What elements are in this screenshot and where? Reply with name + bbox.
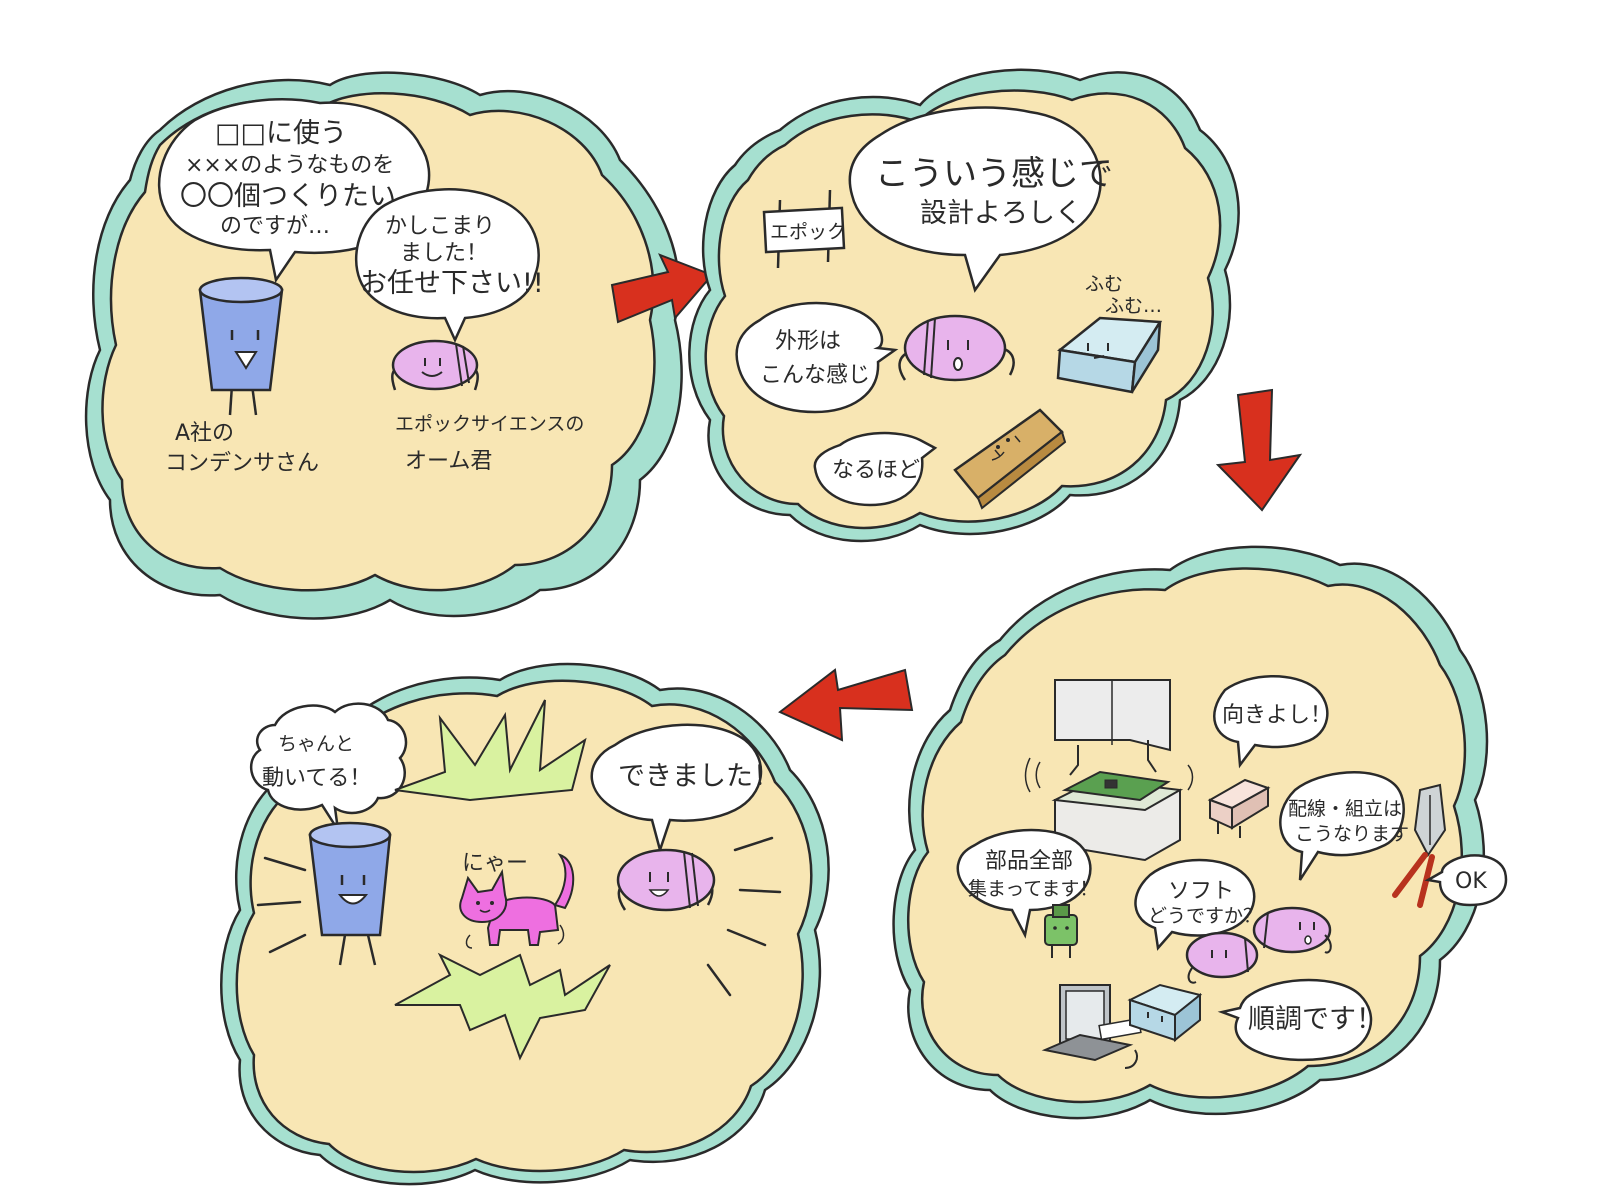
panel-3: 向きよし！ 配線・組立は こうなります OK 部品全部 集まってます！ ソ bbox=[892, 545, 1508, 1120]
client-speech-line-3: 〇〇個つくりたい bbox=[180, 181, 396, 212]
ohm-character-icon bbox=[1185, 931, 1259, 984]
ic-chip-character-icon bbox=[1127, 983, 1203, 1043]
understood-speech-bubble bbox=[813, 431, 938, 507]
ohm-speech-bubble bbox=[355, 188, 540, 344]
epoch-sign-text: エポック bbox=[770, 221, 846, 243]
direction-speech-bubble bbox=[1213, 675, 1329, 769]
ohm-speech-line-1: かしこまり bbox=[385, 214, 495, 239]
direction-speech-text: 向きよし！ bbox=[1222, 703, 1332, 728]
ohm-label-line-1: エポックサイエンスの bbox=[395, 413, 584, 435]
client-label-line-2: コンデンサさん bbox=[165, 451, 319, 476]
wiring-speech-bubble bbox=[1279, 771, 1405, 881]
ok-speech-bubble bbox=[1424, 854, 1508, 907]
ok-speech-text: OK bbox=[1455, 869, 1487, 894]
parts-speech-bubble bbox=[956, 828, 1092, 939]
done-speech-bubble bbox=[590, 723, 763, 855]
wiring-speech-line-1: 配線・組立は bbox=[1288, 798, 1402, 820]
ic-chip-character-icon bbox=[1056, 316, 1163, 394]
nipper-tool-icon bbox=[1392, 783, 1447, 908]
epoch-sign: エポック bbox=[762, 189, 846, 269]
celebration-burst-bottom bbox=[394, 952, 611, 1061]
working-speech-line-1: ちゃんと bbox=[278, 733, 354, 755]
ohm-character-icon bbox=[616, 848, 716, 912]
ruler-character-icon bbox=[953, 408, 1067, 510]
red-flow-arrow-1 bbox=[610, 253, 714, 324]
software-speech-line-1: ソフト bbox=[1168, 879, 1234, 904]
smooth-speech-text: 順調です！ bbox=[1248, 1004, 1383, 1035]
celebration-burst-top bbox=[394, 699, 587, 802]
smooth-speech-bubble bbox=[1217, 978, 1373, 1062]
parts-speech-line-2: 集まってます！ bbox=[968, 878, 1098, 900]
ohm-character-icon bbox=[898, 314, 1015, 382]
panel-1: □□に使う ×××のようなものを 〇〇個つくりたい のですが… かしこまり まし… bbox=[84, 71, 683, 620]
shape-speech-line-1: 外形は bbox=[775, 329, 841, 354]
client-speech-line-1: □□に使う bbox=[215, 118, 347, 149]
working-speech-bubble bbox=[249, 702, 408, 831]
request-speech-line-1: こういう感じで bbox=[875, 154, 1113, 194]
resistor-block-icon bbox=[1207, 778, 1271, 838]
request-speech-bubble bbox=[848, 106, 1102, 293]
capacitor-character-icon bbox=[198, 276, 284, 416]
ohm-speech-line-2: ました！ bbox=[400, 241, 488, 266]
client-speech-line-4: のですが… bbox=[220, 214, 330, 239]
cat-meow-text: にゃー bbox=[462, 851, 528, 876]
software-speech-line-2: どうですか？ bbox=[1148, 905, 1262, 927]
hmm-text-line-1: ふむ bbox=[1085, 273, 1123, 295]
software-speech-bubble bbox=[1134, 858, 1256, 951]
computer-icon bbox=[1041, 984, 1142, 1069]
understood-speech-text: なるほど bbox=[832, 458, 920, 483]
shape-speech-line-2: こんな感じ bbox=[760, 363, 870, 388]
done-speech-text: できました！ bbox=[618, 761, 780, 792]
cat-icon bbox=[459, 853, 575, 949]
capacitor-character-icon bbox=[308, 821, 392, 966]
ohm-character-icon bbox=[1252, 906, 1332, 954]
excitement-lines bbox=[256, 836, 782, 997]
red-flow-arrow-3 bbox=[778, 668, 914, 742]
client-speech-line-2: ×××のようなものを bbox=[185, 153, 394, 178]
parts-speech-line-1: 部品全部 bbox=[985, 849, 1073, 874]
request-speech-line-2: 設計よろしく bbox=[920, 198, 1082, 229]
client-label-line-1: A社の bbox=[175, 421, 234, 446]
panel-2: エポック こういう感じで 設計よろしく 外形は こんな感じ bbox=[688, 68, 1240, 543]
working-speech-line-2: 動いてる！ bbox=[262, 766, 371, 791]
green-component-icon bbox=[1044, 904, 1078, 958]
shape-speech-bubble bbox=[735, 301, 899, 414]
panel-4: ちゃんと 動いてる！ できました！ にゃー bbox=[220, 662, 830, 1186]
assembly-machine-icon bbox=[1024, 679, 1194, 862]
ohm-character-icon bbox=[391, 339, 479, 391]
wiring-speech-line-2: こうなります bbox=[1295, 823, 1409, 845]
hmm-text-line-2: ふむ… bbox=[1105, 295, 1162, 317]
ohm-speech-line-3: お任せ下さい!! bbox=[360, 268, 544, 299]
red-flow-arrow-2 bbox=[1215, 388, 1303, 512]
ohm-label-line-2: オーム君 bbox=[405, 449, 492, 474]
